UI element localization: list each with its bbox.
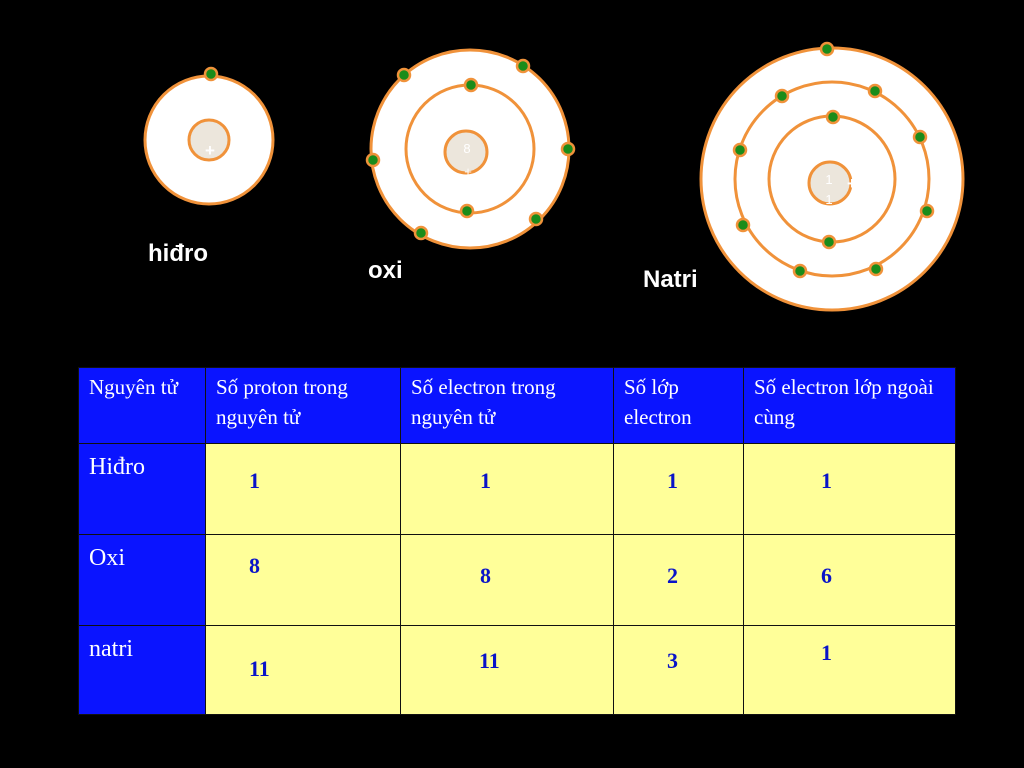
table-cell: 1 xyxy=(613,443,744,535)
table-cell: 11 xyxy=(205,625,401,715)
electron xyxy=(463,77,479,93)
table-cell: 2 xyxy=(613,534,744,626)
table-header-row: Nguyên tử Số proton trong nguyên tử Số e… xyxy=(78,367,956,444)
electron xyxy=(792,263,808,279)
cell-value: 8 xyxy=(480,563,491,588)
table-cell: 3 xyxy=(613,625,744,715)
nucleus xyxy=(807,160,853,206)
table-cell: 6 xyxy=(743,534,956,626)
cell-value: 1 xyxy=(821,468,832,493)
atom-label-oxygen: oxi xyxy=(368,257,403,284)
electron xyxy=(868,261,884,277)
nucleus-label: 8 xyxy=(463,141,470,156)
electron-shell xyxy=(733,80,931,278)
electron xyxy=(919,203,935,219)
electron xyxy=(821,234,837,250)
cell-value: 1 xyxy=(480,468,491,493)
nucleus-label: 1 xyxy=(825,192,832,207)
atom-label-sodium: Natri xyxy=(643,266,698,293)
cell-value: 6 xyxy=(821,563,832,588)
row-name: Hiđro xyxy=(78,443,206,535)
electron xyxy=(203,66,219,82)
nucleus-charge: + xyxy=(464,164,472,179)
atom-hydrogen: + xyxy=(143,66,275,206)
header-electron-count: Số electron trong nguyên tử xyxy=(400,367,614,444)
cell-value: 1 xyxy=(821,640,832,665)
cell-value: 2 xyxy=(667,563,678,588)
atom-diagrams: + 8 + 1 1 + xyxy=(143,41,965,312)
electron xyxy=(774,88,790,104)
table-cell: 1 xyxy=(743,443,956,535)
electron xyxy=(819,41,835,57)
atom-table: Nguyên tử Số proton trong nguyên tử Số e… xyxy=(78,367,956,715)
electron xyxy=(459,203,475,219)
cell-value: 1 xyxy=(249,468,260,493)
electron xyxy=(732,142,748,158)
cell-value: 11 xyxy=(479,648,500,673)
electron xyxy=(528,211,544,227)
row-name: natri xyxy=(78,625,206,715)
table-cell: 1 xyxy=(205,443,401,535)
electron xyxy=(867,83,883,99)
header-outer-electrons: Số electron lớp ngoài cùng xyxy=(743,367,956,444)
cell-value: 1 xyxy=(667,468,678,493)
cell-value: 8 xyxy=(249,553,260,578)
table-cell: 8 xyxy=(400,534,614,626)
nucleus-charge: + xyxy=(205,141,215,160)
nucleus-charge: + xyxy=(847,174,857,193)
nucleus xyxy=(443,129,489,175)
electron xyxy=(912,129,928,145)
table-cell: 1 xyxy=(400,443,614,535)
table-cell: 1 xyxy=(743,625,956,715)
electron xyxy=(825,109,841,125)
nucleus xyxy=(187,118,231,162)
header-shell-count: Số lớp electron xyxy=(613,367,744,444)
cell-value: 11 xyxy=(249,656,270,681)
atom-sodium: 1 1 + xyxy=(699,41,965,312)
electron xyxy=(413,225,429,241)
table-row: Hiđro 1 1 1 1 xyxy=(78,443,956,535)
cell-value: 3 xyxy=(667,648,678,673)
electron xyxy=(560,141,576,157)
atom-oxygen: 8 + xyxy=(365,48,576,250)
header-element: Nguyên tử xyxy=(78,367,206,444)
row-name: Oxi xyxy=(78,534,206,626)
table-row: natri 11 11 3 1 xyxy=(78,625,956,715)
electron xyxy=(735,217,751,233)
header-proton-count: Số proton trong nguyên tử xyxy=(205,367,401,444)
atom-label-hydrogen: hiđro xyxy=(148,240,208,267)
table-cell: 11 xyxy=(400,625,614,715)
table-cell: 8 xyxy=(205,534,401,626)
electron xyxy=(365,152,381,168)
electron xyxy=(396,67,412,83)
table-row: Oxi 8 8 2 6 xyxy=(78,534,956,626)
nucleus-label: 1 xyxy=(825,172,832,187)
electron xyxy=(515,58,531,74)
